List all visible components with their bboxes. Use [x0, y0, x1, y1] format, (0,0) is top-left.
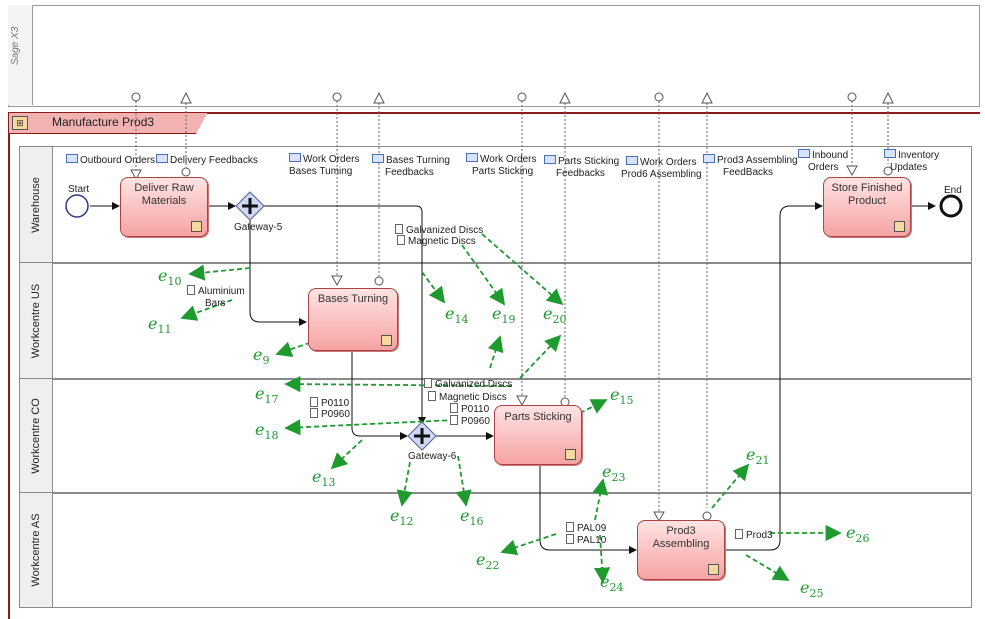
- message-flows: [135, 97, 889, 515]
- document-icon: [187, 285, 195, 295]
- data-galvanized-discs-mid: Galvanized Discs: [424, 378, 512, 391]
- task-bases-turning[interactable]: Bases Turning: [308, 288, 398, 351]
- document-icon: [450, 415, 458, 425]
- lane-warehouse: [52, 146, 972, 264]
- sequence-flows: [90, 202, 936, 554]
- data-magnetic-discs-mid: Magnetic Discs: [428, 391, 507, 404]
- task-parts-sticking[interactable]: Parts Sticking: [494, 405, 582, 465]
- task-store-finished-product[interactable]: Store Finished Product: [823, 177, 911, 237]
- envelope-icon: [466, 153, 478, 162]
- data-galvanized-discs-top: Galvanized Discs: [395, 224, 483, 237]
- document-icon: [450, 403, 458, 413]
- envelope-icon: [66, 154, 78, 163]
- annotation-e9: e9: [253, 345, 270, 368]
- document-icon: [735, 529, 743, 539]
- data-prod3: Prod3: [735, 529, 773, 542]
- document-icon: [395, 224, 403, 234]
- annotation-e17: e17: [255, 384, 279, 407]
- envelope-icon: [289, 153, 301, 162]
- envelope-icon: [703, 154, 715, 163]
- envelope-icon: [626, 156, 638, 165]
- manufacture-pool: [8, 112, 980, 619]
- envelope-icon: [884, 149, 896, 158]
- message-delivery-feedbacks: Delivery Feedbacks: [156, 154, 258, 167]
- gateway-6-label: Gateway-6: [408, 451, 457, 462]
- subprocess-marker-icon: [381, 335, 392, 346]
- task-deliver-raw-materials[interactable]: Deliver Raw Materials: [120, 177, 208, 237]
- document-icon: [310, 397, 318, 407]
- end-label: End: [944, 185, 962, 196]
- envelope-icon: [156, 154, 168, 163]
- subprocess-marker-icon: [894, 221, 905, 232]
- end-event: [939, 194, 963, 218]
- envelope-icon: [544, 155, 556, 164]
- annotation-e12: e12: [390, 506, 414, 529]
- annotation-e26: e26: [846, 523, 870, 546]
- task-prod3-assembling[interactable]: Prod3 Assembling: [637, 520, 725, 580]
- document-icon: [428, 391, 436, 401]
- annotation-e14: e14: [445, 304, 469, 327]
- gateway-6-shape: [407, 421, 437, 451]
- subprocess-marker-icon: [191, 221, 202, 232]
- lane-workcentre-as: [52, 492, 972, 608]
- annotation-e25: e25: [800, 578, 824, 601]
- annotation-e20: e20: [543, 304, 567, 327]
- data-magnetic-discs-top: Magnetic Discs: [397, 235, 476, 248]
- sage-x3-pool: [8, 5, 980, 107]
- message-outbound-orders: Outbourd Orders: [66, 154, 155, 167]
- annotation-e13: e13: [312, 467, 336, 490]
- annotation-e24: e24: [600, 572, 624, 595]
- annotation-e23: e23: [602, 462, 626, 485]
- envelope-icon: [798, 149, 810, 158]
- data-pal10: PAL10: [566, 534, 606, 547]
- data-p0110-mid: P0110: [450, 403, 489, 416]
- document-icon: [566, 522, 574, 532]
- start-label: Start: [68, 184, 90, 195]
- subprocess-marker-icon: [565, 449, 576, 460]
- subprocess-marker-icon: [708, 564, 719, 575]
- annotation-arrows: [180, 233, 842, 584]
- document-icon: [310, 408, 318, 418]
- document-icon: [424, 378, 432, 388]
- annotation-e16: e16: [460, 506, 484, 529]
- start-event: [65, 194, 89, 218]
- document-icon: [566, 534, 574, 544]
- annotation-e18: e18: [255, 420, 279, 443]
- annotation-e15: e15: [610, 385, 634, 408]
- gateway-5-shape: [235, 191, 265, 221]
- pool-title: Manufacture Prod3: [52, 115, 155, 129]
- annotation-e21: e21: [746, 445, 770, 468]
- data-p0960-left: P0960: [310, 408, 350, 421]
- annotation-e19: e19: [492, 304, 516, 327]
- annotation-e22: e22: [476, 550, 500, 573]
- annotation-e10: e10: [158, 266, 182, 289]
- subprocess-icon: ⊞: [12, 116, 28, 130]
- lane-workcentre-co: [52, 378, 972, 494]
- sage-x3-pool-label: Sage X3: [8, 5, 33, 105]
- lane-label-workcentre-as: Workcentre AS: [19, 492, 53, 608]
- document-icon: [397, 235, 405, 245]
- gateway-5-label: Gateway-5: [234, 222, 283, 233]
- data-pal09: PAL09: [566, 522, 606, 535]
- lane-workcentre-us: [52, 262, 972, 380]
- annotation-e11: e11: [148, 314, 172, 337]
- data-p0960-mid: P0960: [450, 415, 490, 428]
- envelope-icon: [372, 154, 384, 163]
- data-p0110-left: P0110: [310, 397, 349, 410]
